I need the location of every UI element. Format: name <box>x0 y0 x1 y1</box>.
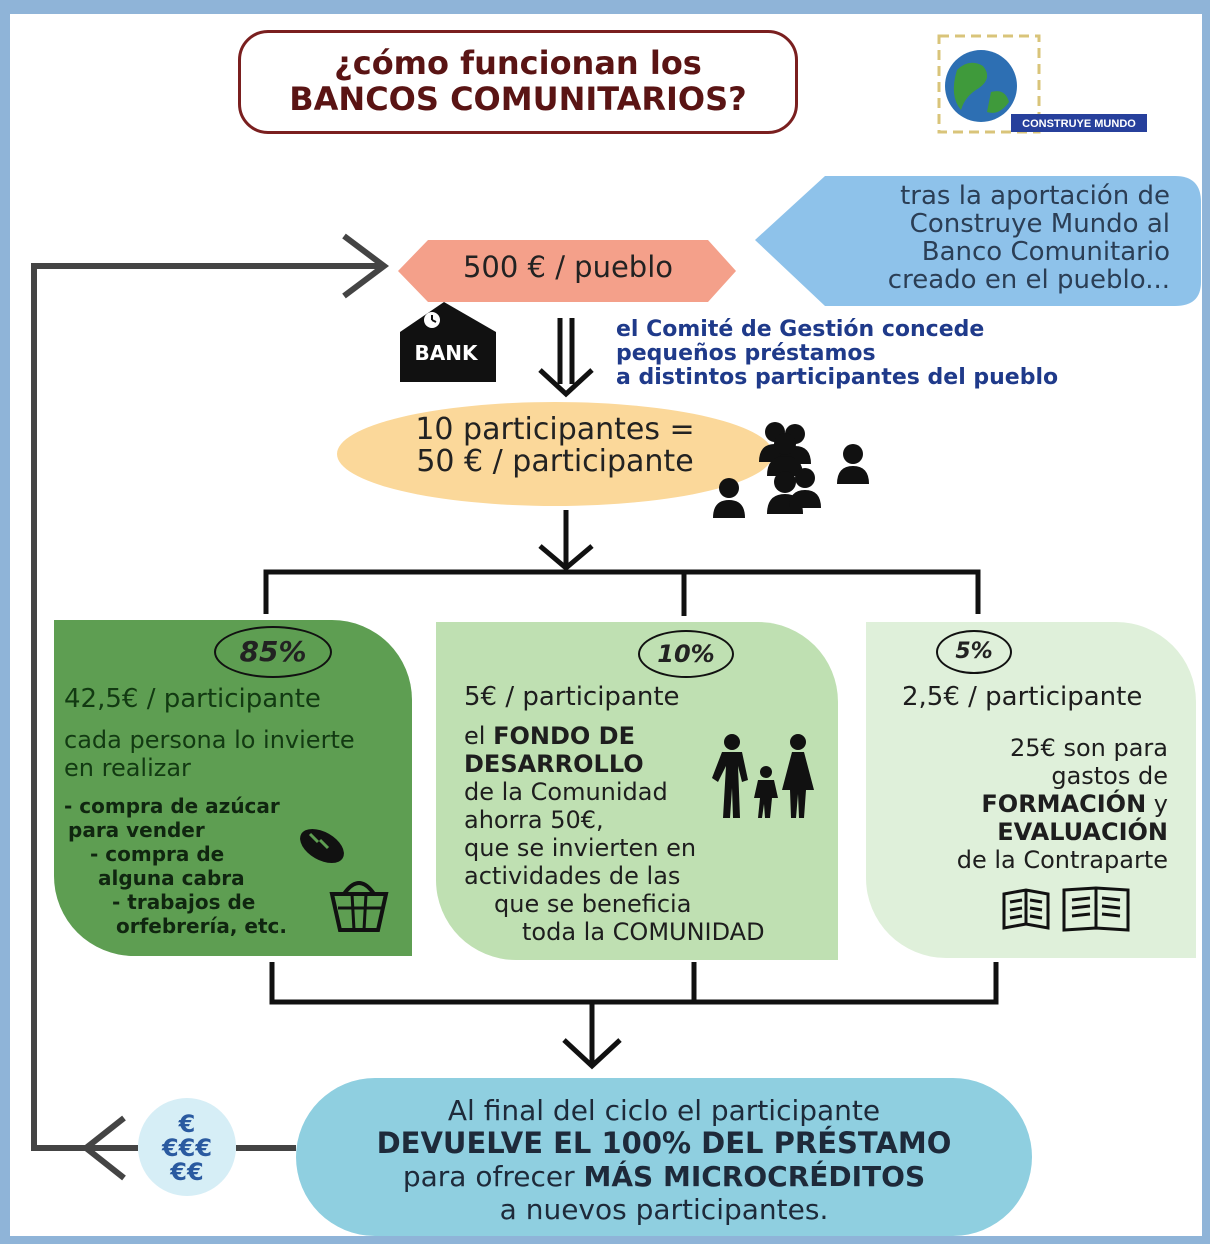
branch-10-line: toda la COMUNIDAD <box>522 918 765 946</box>
final-line-4: a nuevos participantes. <box>499 1193 829 1226</box>
euro-coins-text: € €€€ €€ <box>138 1112 236 1184</box>
branch-5-pct: 5% <box>936 630 1012 674</box>
branch-85-item: - compra de <box>90 842 225 866</box>
branch-85-item: orfebrería, etc. <box>116 914 287 938</box>
family-icon <box>712 734 814 818</box>
intro-note-line: creado en el pueblo... <box>887 265 1170 295</box>
title-line-1: ¿cómo funcionan los <box>334 44 702 82</box>
branch-5-line-1: 25€ son para <box>1010 734 1168 762</box>
branch-10-line: de la Comunidad <box>464 778 668 806</box>
branch-10-pct: 10% <box>638 630 734 678</box>
logo-label: CONSTRUYE MUNDO <box>1022 118 1136 130</box>
final-line-3: para ofrecer MÁS MICROCRÉDITOS <box>296 1160 1032 1193</box>
basket-icon <box>329 881 389 932</box>
branch-10-fondo-line: el FONDO DE <box>464 722 765 750</box>
participants-arrow-head <box>538 544 594 572</box>
branch-5-box <box>866 622 1196 958</box>
branch-5-text: 25€ son para gastos de FORMACIÓN y EVALU… <box>880 734 1168 874</box>
participants-pill <box>337 402 773 506</box>
branch-5-amount: 2,5€ / participante <box>902 682 1143 712</box>
branch-85-amount: 42,5€ / participante <box>64 684 321 714</box>
title-line-2: BANCOS COMUNITARIOS? <box>289 80 747 118</box>
branch-5-formacion-line: FORMACIÓN y <box>880 790 1168 818</box>
people-group-icon <box>713 422 869 518</box>
participants-text: 10 participantes = 50 € / participante <box>335 414 775 478</box>
final-line-2: DEVUELVE EL 100% DEL PRÉSTAMO <box>376 1126 952 1160</box>
bank-sign: BANK <box>415 341 479 365</box>
branch-5-bold-1: FORMACIÓN <box>981 790 1147 818</box>
branch-85-item: alguna cabra <box>98 866 245 890</box>
branch-85-desc: cada persona lo invierte en realizar <box>64 726 355 782</box>
branch-85-item: - trabajos de <box>112 890 256 914</box>
branch-10-bold-1: FONDO DE <box>493 722 635 750</box>
merge-bar <box>269 962 999 1005</box>
branch-85-desc-line: cada persona lo invierte <box>64 726 355 754</box>
books-icon <box>1002 886 1130 932</box>
branch-85-item: para vender <box>68 818 205 842</box>
branch-5-line-2: gastos de <box>1051 762 1168 790</box>
construye-mundo-logo: CONSTRUYE MUNDO <box>935 30 1150 140</box>
final-box <box>296 1078 1032 1236</box>
branch-10-bold-2: DESARROLLO <box>464 750 644 778</box>
return-loop-arrowhead <box>342 233 389 299</box>
branch-10-line: que se invierten en <box>464 834 697 862</box>
branch-10-desarrollo-line: DESARROLLO <box>464 750 765 778</box>
final-line-3-bold: MÁS MICROCRÉDITOS <box>583 1160 926 1193</box>
intro-note-shape <box>755 176 1201 306</box>
coins-row: €€€ <box>161 1134 213 1162</box>
coins-arrowhead <box>81 1115 126 1181</box>
euro-coins-icon <box>138 1098 236 1196</box>
bread-icon <box>300 828 344 864</box>
double-arrow-head <box>538 368 594 398</box>
branch-10-line: que se beneficia <box>494 890 692 918</box>
branch-5-bold-2: EVALUACIÓN <box>997 818 1168 846</box>
branch-10-amount: 5€ / participante <box>464 682 680 712</box>
coins-row: €€ <box>170 1158 204 1186</box>
branch-85-desc-line: en realizar <box>64 754 191 782</box>
branch-85-pct: 85% <box>214 626 332 678</box>
coins-row: € <box>178 1110 196 1138</box>
branch-5-conj: y <box>1153 790 1168 818</box>
bank-icon: BANK <box>396 298 500 384</box>
branch-85-item: - compra de azúcar <box>64 794 280 818</box>
intro-note-line: Construye Mundo al <box>909 209 1170 239</box>
merge-arrow-head <box>562 1038 622 1070</box>
globe-puzzle-icon: CONSTRUYE MUNDO <box>937 34 1147 134</box>
branch-5-line-3: de la Contraparte <box>956 846 1168 874</box>
comite-line: el Comité de Gestión concede <box>616 317 985 342</box>
final-text: Al final del ciclo el participante DEVUE… <box>296 1094 1032 1226</box>
title-box: ¿cómo funcionan los BANCOS COMUNITARIOS? <box>238 30 798 134</box>
intro-note-line: tras la aportación de <box>900 181 1170 211</box>
branch-bar <box>263 569 981 614</box>
branch-10-text: el FONDO DE DESARROLLO de la Comunidad a… <box>464 722 765 946</box>
final-line-1: Al final del ciclo el participante <box>447 1094 881 1127</box>
intro-note-text: tras la aportación de Construye Mundo al… <box>860 182 1170 294</box>
comite-line: a distintos participantes del pueblo <box>616 365 1059 390</box>
branch-5-evaluacion-line: EVALUACIÓN <box>880 818 1168 846</box>
pueblo-amount: 500 € / pueblo <box>462 250 674 284</box>
comite-line: pequeños préstamos <box>616 341 876 366</box>
intro-note-line: Banco Comunitario <box>921 237 1170 267</box>
participants-line-2: 50 € / participante <box>416 444 694 479</box>
branch-10-pre: el <box>464 722 486 750</box>
branch-10-line: ahorra 50€, <box>464 806 604 834</box>
comite-text: el Comité de Gestión concede pequeños pr… <box>616 318 1058 390</box>
final-line-3-pre: para ofrecer <box>402 1160 584 1193</box>
pueblo-pill <box>398 240 736 302</box>
branch-10-line: actividades de las <box>464 862 681 890</box>
branch-85-items: - compra de azúcar para vender - compra … <box>64 794 287 938</box>
participants-line-1: 10 participantes = <box>415 412 695 447</box>
